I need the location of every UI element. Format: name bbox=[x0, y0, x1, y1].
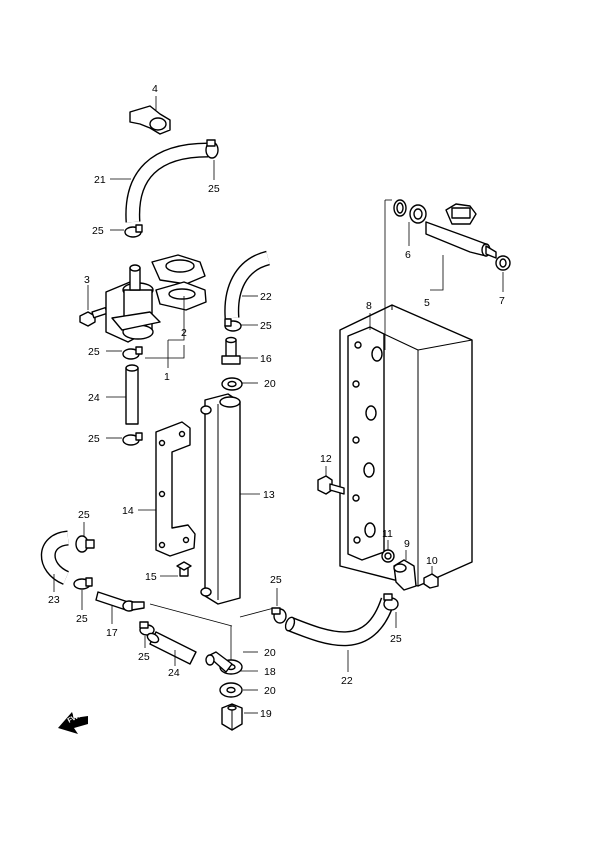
part-18-fitting[interactable] bbox=[205, 651, 233, 673]
callout-25: 25 bbox=[78, 509, 90, 521]
callout-20: 20 bbox=[264, 378, 276, 390]
callout-1: 1 bbox=[164, 371, 170, 383]
callout-21: 21 bbox=[94, 174, 106, 186]
callout-20: 20 bbox=[264, 685, 276, 697]
callout-9: 9 bbox=[404, 538, 410, 550]
part-17-pipe[interactable] bbox=[95, 591, 145, 612]
callout-8: 8 bbox=[366, 300, 372, 312]
callout-13: 13 bbox=[263, 489, 275, 501]
callout-25: 25 bbox=[92, 225, 104, 237]
callout-25: 25 bbox=[260, 320, 272, 332]
callout-20: 20 bbox=[264, 647, 276, 659]
part-25-clamp[interactable] bbox=[122, 346, 143, 360]
part-24-hose[interactable] bbox=[125, 364, 139, 425]
part-8-fuel-delivery-pipe[interactable] bbox=[339, 304, 473, 587]
part-13-fuel-pipe[interactable] bbox=[200, 393, 241, 605]
part-25-clamp[interactable] bbox=[124, 224, 143, 238]
part-1-fuel-filter-assembly[interactable] bbox=[105, 264, 161, 343]
part-20-washer[interactable] bbox=[221, 377, 243, 391]
callout-25: 25 bbox=[88, 433, 100, 445]
part-14-bracket[interactable] bbox=[155, 421, 196, 557]
part-3-bolt[interactable] bbox=[79, 306, 108, 327]
part-2-filter-bracket[interactable] bbox=[151, 254, 207, 311]
part-25-clamp[interactable] bbox=[271, 607, 287, 624]
callout-25: 25 bbox=[390, 633, 402, 645]
part-6-o-ring[interactable] bbox=[393, 199, 407, 217]
callout-3: 3 bbox=[84, 274, 90, 286]
part-25-clamp[interactable] bbox=[73, 577, 93, 590]
callout-11: 11 bbox=[382, 528, 393, 540]
callout-17: 17 bbox=[106, 627, 118, 639]
callout-25: 25 bbox=[270, 574, 282, 586]
callout-25: 25 bbox=[76, 613, 88, 625]
callout-5: 5 bbox=[424, 297, 430, 309]
part-6-seal[interactable] bbox=[409, 204, 427, 224]
callout-24: 24 bbox=[88, 392, 100, 404]
part-9-fitting[interactable] bbox=[393, 559, 417, 591]
callout-25: 25 bbox=[208, 183, 220, 195]
callout-14: 14 bbox=[122, 505, 134, 517]
part-25-clamp[interactable] bbox=[205, 139, 219, 159]
part-25-clamp[interactable] bbox=[383, 593, 399, 611]
fwd-arrow-icon bbox=[58, 712, 88, 734]
callout-22: 22 bbox=[341, 675, 353, 687]
callout-25: 25 bbox=[138, 651, 150, 663]
callout-2: 2 bbox=[181, 327, 187, 339]
part-23-hose[interactable] bbox=[40, 530, 70, 585]
part-25-clamp[interactable] bbox=[122, 432, 143, 446]
callout-19: 19 bbox=[260, 708, 272, 720]
callout-6: 6 bbox=[405, 249, 411, 261]
callout-15: 15 bbox=[145, 571, 157, 583]
callout-18: 18 bbox=[264, 666, 276, 678]
callout-24: 24 bbox=[168, 667, 180, 679]
part-7-o-ring[interactable] bbox=[495, 255, 511, 271]
part-24-hose[interactable] bbox=[146, 631, 197, 665]
callout-25: 25 bbox=[88, 346, 100, 358]
part-22-hose[interactable] bbox=[284, 597, 396, 647]
part-25-clamp[interactable] bbox=[75, 535, 95, 553]
part-5-fuel-injector[interactable] bbox=[425, 203, 497, 259]
part-20-washer[interactable] bbox=[219, 682, 243, 698]
callout-23: 23 bbox=[48, 594, 60, 606]
part-19-union-bolt[interactable] bbox=[221, 703, 243, 731]
part-25-clamp[interactable] bbox=[224, 318, 242, 332]
part-25-clamp[interactable] bbox=[139, 621, 155, 636]
callout-4: 4 bbox=[152, 83, 158, 95]
part-15-bolt[interactable] bbox=[176, 561, 192, 577]
part-16-fitting[interactable] bbox=[221, 336, 241, 365]
callout-7: 7 bbox=[499, 295, 505, 307]
callout-22: 22 bbox=[260, 291, 272, 303]
part-4-clip[interactable] bbox=[129, 105, 171, 135]
part-21-hose[interactable] bbox=[125, 142, 209, 223]
part-22-hose[interactable] bbox=[224, 250, 271, 319]
callout-12: 12 bbox=[320, 453, 332, 465]
callout-16: 16 bbox=[260, 353, 272, 365]
callout-10: 10 bbox=[426, 555, 438, 567]
part-11-o-ring[interactable] bbox=[381, 549, 395, 563]
